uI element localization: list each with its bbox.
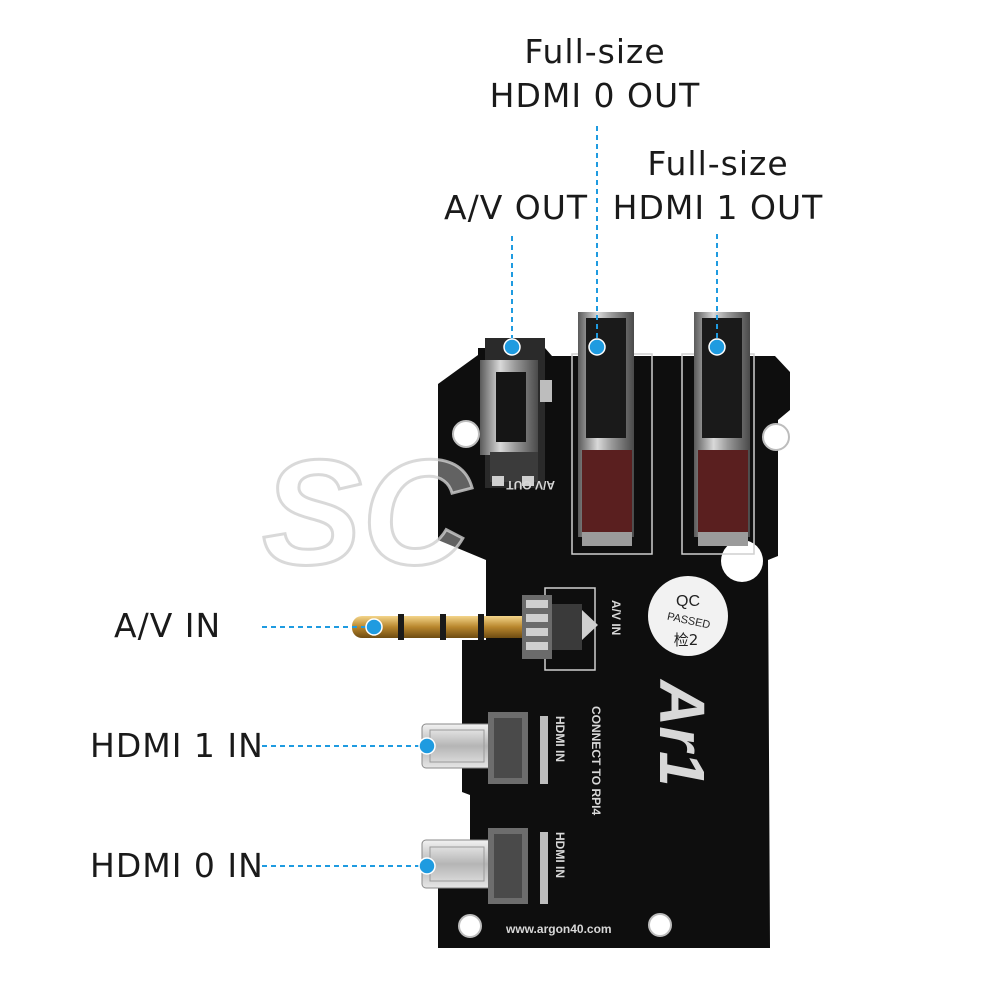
- silk-url: www.argon40.com: [505, 922, 612, 936]
- marker-hdmi1-out: [708, 338, 726, 356]
- label-hdmi1-out-line1: Full-size: [647, 144, 789, 183]
- mount-hole: [452, 420, 480, 448]
- mount-hole: [648, 913, 672, 937]
- mount-hole: [762, 423, 790, 451]
- qc-line1: QC: [676, 593, 700, 610]
- label-hdmi1-out-line2: HDMI 1 OUT: [612, 188, 824, 227]
- hdmi1-out-connector: [694, 312, 750, 546]
- label-hdmi1-out: Full-size HDMI 1 OUT: [608, 142, 828, 230]
- mount-hole: [458, 914, 482, 938]
- logo: Ar1: [646, 678, 718, 787]
- label-av-out: A/V OUT: [444, 188, 589, 227]
- silk-av-in: A/V IN: [609, 600, 623, 635]
- label-hdmi0-in: HDMI 0 IN: [90, 846, 264, 885]
- marker-hdmi1-in: [418, 737, 436, 755]
- marker-hdmi0-in: [418, 857, 436, 875]
- watermark: SC: [262, 428, 473, 596]
- label-hdmi1-in: HDMI 1 IN: [90, 726, 264, 765]
- mount-hole: [721, 540, 763, 582]
- hdmi1-in-plug: [421, 712, 528, 784]
- label-av-in: A/V IN: [114, 606, 222, 645]
- hdmi0-in-plug: [421, 828, 528, 904]
- hdmi0-out-connector: [578, 312, 634, 546]
- av-in-plug: [352, 595, 598, 659]
- label-hdmi0-out-line1: Full-size: [524, 32, 666, 71]
- label-hdmi0-out-line2: HDMI 0 OUT: [489, 76, 701, 115]
- silk-hdmi-in-0: HDMI IN: [553, 832, 567, 878]
- label-hdmi0-out: Full-size HDMI 0 OUT: [480, 30, 710, 118]
- marker-av-in: [365, 618, 383, 636]
- silk-connect-rpi4: CONNECT TO RPI4: [589, 706, 603, 815]
- silk-av-out: A/V OUT: [506, 478, 555, 492]
- marker-hdmi0-out: [588, 338, 606, 356]
- marker-av-out: [503, 338, 521, 356]
- pin-header: [540, 832, 548, 904]
- silk-hdmi-in-1: HDMI IN: [553, 716, 567, 762]
- qc-line3: 检2: [674, 631, 699, 649]
- qc-sticker: QC PASSED 检2: [648, 576, 728, 656]
- pin-header: [540, 716, 548, 784]
- av-out-jack: [480, 338, 552, 488]
